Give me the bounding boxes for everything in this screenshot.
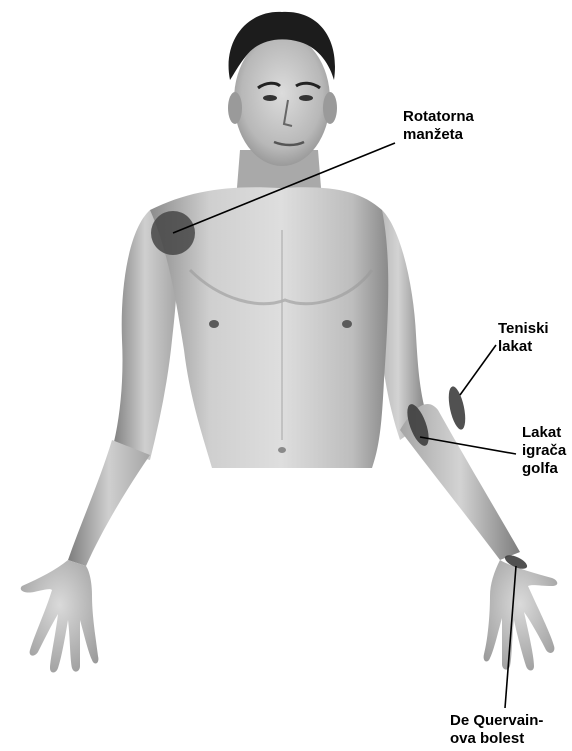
- tennis-elbow-label-line1: Teniski: [498, 320, 549, 338]
- right-nipple: [342, 320, 352, 328]
- tennis-elbow-marker: [446, 385, 469, 431]
- golfers-elbow-label-line2: igrača: [522, 442, 566, 460]
- left-ear: [228, 92, 242, 124]
- right-eye: [299, 95, 313, 101]
- tennis-elbow-label: Teniski lakat: [498, 320, 549, 356]
- head: [234, 34, 330, 166]
- navel: [278, 447, 286, 453]
- tennis-elbow-label-line2: lakat: [498, 338, 549, 356]
- rotator-cuff-label: Rotatorna manžeta: [403, 108, 474, 144]
- left-eye: [263, 95, 277, 101]
- rotator-cuff-label-line1: Rotatorna: [403, 108, 474, 126]
- right-hand: [484, 560, 558, 671]
- golfers-elbow-label: Lakat igrača golfa: [522, 424, 566, 478]
- left-nipple: [209, 320, 219, 328]
- left-forearm: [68, 440, 150, 566]
- de-quervain-label: De Quervain- ova bolest: [450, 712, 543, 748]
- de-quervain-label-line2: ova bolest: [450, 730, 543, 748]
- golfers-elbow-label-line3: golfa: [522, 460, 566, 478]
- left-hand: [21, 560, 99, 673]
- right-ear: [323, 92, 337, 124]
- rotator-cuff-label-line2: manžeta: [403, 126, 474, 144]
- tennis-elbow-leader: [460, 345, 496, 395]
- de-quervain-label-line1: De Quervain-: [450, 712, 543, 730]
- golfers-elbow-label-line1: Lakat: [522, 424, 566, 442]
